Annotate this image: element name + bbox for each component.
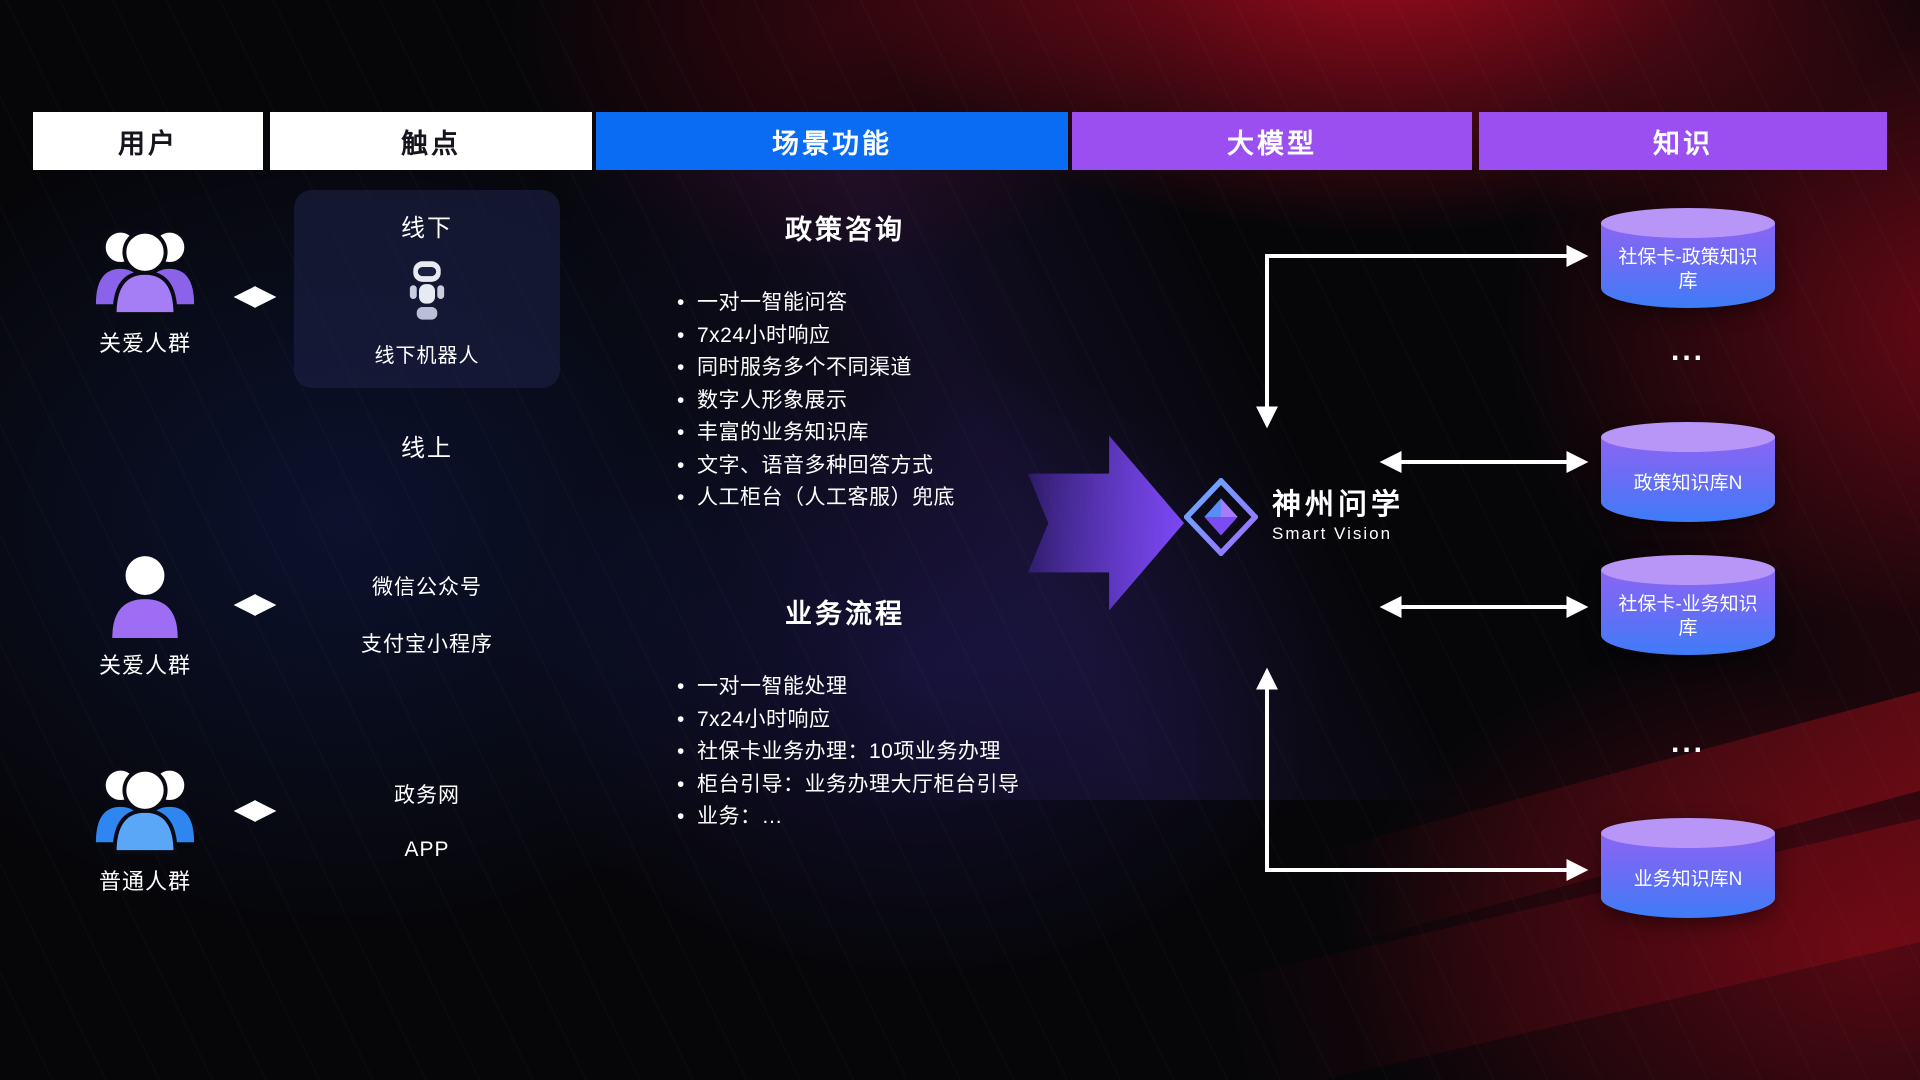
header-knowledge: 知识 — [1479, 112, 1887, 170]
header-scene-functions: 场景功能 — [596, 112, 1068, 170]
databases-ellipsis: ... — [1670, 726, 1705, 759]
database-policy-social-card: 社保卡-政策知识库 — [1601, 208, 1775, 308]
database-cylinder-top — [1601, 208, 1775, 238]
scene-title: 业务流程 — [785, 599, 905, 629]
database-cylinder-top — [1601, 422, 1775, 452]
database-business-n: 业务知识库N — [1601, 818, 1775, 918]
scene-feature: 数字人形象展示 — [675, 385, 1045, 418]
database-business-social-card: 社保卡-业务知识库 — [1601, 555, 1775, 655]
scene-feature: 文字、语音多种回答方式 — [675, 450, 1045, 483]
single-person-purple-icon — [112, 556, 178, 638]
double-arrow-icon — [233, 800, 277, 822]
header-touchpoints: 触点 — [270, 112, 592, 170]
scene-feature: 柜台引导：业务办理大厅柜台引导 — [675, 769, 1045, 802]
databases-ellipsis: ... — [1670, 334, 1705, 367]
online-label: 线上 — [401, 435, 453, 462]
database-label: 社保卡-业务知识库 — [1618, 594, 1758, 639]
scene-feature: 一对一智能处理 — [675, 671, 1045, 704]
header-touchpoints-label: 触点 — [401, 128, 461, 159]
connector-arrow-db1 — [1256, 245, 1589, 429]
offline-touchpoint-card: 线下 线下机器人 — [294, 190, 560, 388]
header-large-model-label: 大模型 — [1227, 128, 1317, 159]
connector-arrow-db4 — [1256, 667, 1589, 881]
user-group-care-1: 关爱人群 — [70, 210, 220, 358]
database-label: 社保卡-政策知识库 — [1618, 247, 1758, 292]
user-label: 普通人群 — [98, 869, 191, 894]
scene-feature: 7x24小时响应 — [675, 320, 1045, 353]
logo-diamond-icon — [1184, 478, 1258, 556]
scene-feature: 业务：… — [675, 801, 1045, 834]
user-group-ordinary: 普通人群 — [70, 748, 220, 896]
group-people-purple-icon — [95, 228, 195, 317]
database-label: 业务知识库N — [1633, 869, 1743, 890]
model-name: 神州问学 — [1272, 488, 1405, 521]
channel-alipay: 支付宝小程序 — [361, 633, 493, 656]
flow-arrow-to-model — [1028, 435, 1184, 611]
header-scene-functions-label: 场景功能 — [772, 128, 892, 159]
database-policy-n: 政策知识库N — [1601, 422, 1775, 522]
scene-title: 政策咨询 — [785, 215, 905, 245]
header-users-label: 用户 — [118, 128, 178, 159]
scene-feature: 人工柜台（人工客服）兜底 — [675, 482, 1045, 515]
header-knowledge-label: 知识 — [1653, 128, 1713, 159]
user-label: 关爱人群 — [98, 331, 191, 356]
user-single-care-2: 关爱人群 — [70, 550, 220, 680]
scene-feature: 同时服务多个不同渠道 — [675, 352, 1045, 385]
header-users: 用户 — [33, 112, 263, 170]
scene-feature: 社保卡业务办理：10项业务办理 — [675, 736, 1045, 769]
offline-robot-label: 线下机器人 — [374, 345, 480, 367]
database-cylinder-top — [1601, 818, 1775, 848]
model-logo: 神州问学 Smart Vision — [1184, 478, 1404, 556]
scene-feature-list: 一对一智能问答 7x24小时响应 同时服务多个不同渠道 数字人形象展示 丰富的业… — [645, 287, 1045, 515]
model-logo-text: 神州问学 Smart Vision — [1272, 488, 1405, 545]
header-large-model: 大模型 — [1072, 112, 1472, 170]
user-label: 关爱人群 — [98, 653, 191, 678]
model-subtitle: Smart Vision — [1272, 524, 1393, 544]
robot-icon — [409, 261, 445, 320]
offline-title: 线下 — [401, 215, 453, 242]
group-people-blue-icon — [95, 766, 195, 855]
background-red-swoosh — [1177, 796, 1920, 1080]
scene-feature: 丰富的业务知识库 — [675, 417, 1045, 450]
database-cylinder-top — [1601, 555, 1775, 585]
channel-gov-web: 政务网 — [394, 784, 460, 807]
channel-wechat: 微信公众号 — [372, 576, 482, 599]
scene-business-process: 业务流程 一对一智能处理 7x24小时响应 社保卡业务办理：10项业务办理 柜台… — [645, 592, 1045, 834]
channel-app: APP — [404, 838, 450, 861]
scene-feature: 一对一智能问答 — [675, 287, 1045, 320]
scene-feature: 7x24小时响应 — [675, 704, 1045, 737]
scene-feature-list: 一对一智能处理 7x24小时响应 社保卡业务办理：10项业务办理 柜台引导：业务… — [645, 671, 1045, 834]
database-label: 政策知识库N — [1633, 473, 1743, 494]
double-arrow-icon — [233, 594, 277, 616]
scene-policy-consulting: 政策咨询 一对一智能问答 7x24小时响应 同时服务多个不同渠道 数字人形象展示… — [645, 208, 1045, 515]
double-arrow-icon — [233, 286, 277, 308]
